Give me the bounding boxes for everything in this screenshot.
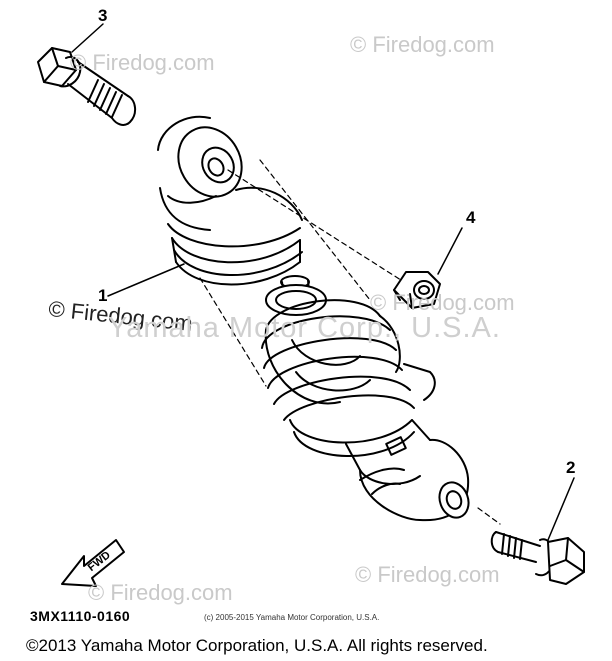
- upper-bolt: [37, 23, 136, 126]
- watermark-firedog: © Firedog.com: [70, 50, 215, 75]
- watermark-firedog: © Firedog.com: [355, 562, 500, 587]
- shock-absorber: [157, 115, 470, 522]
- callout-shock-absorber: 1: [98, 286, 108, 305]
- diagram-code: 3MX1110-0160: [30, 608, 131, 624]
- watermark-yamaha: Yamaha Motor Corp., U.S.A.: [108, 312, 501, 344]
- fitment-lines: [199, 159, 501, 525]
- watermark-firedog: © Firedog.com: [350, 32, 495, 57]
- fwd-arrow-icon: [61, 539, 125, 587]
- watermark-firedog: © Firedog.com: [370, 290, 515, 315]
- callout-nut: 4: [466, 208, 476, 227]
- watermark-firedog: © Firedog.com: [88, 580, 233, 605]
- small-copyright: (c) 2005-2015 Yamaha Motor Corporation, …: [204, 613, 380, 622]
- callout-upper-bolt: 3: [98, 6, 108, 25]
- callout-lower-bolt: 2: [566, 458, 576, 477]
- nut: [393, 227, 463, 309]
- bottom-copyright: ©2013 Yamaha Motor Corporation, U.S.A. A…: [26, 636, 488, 655]
- lower-bolt: [490, 477, 585, 585]
